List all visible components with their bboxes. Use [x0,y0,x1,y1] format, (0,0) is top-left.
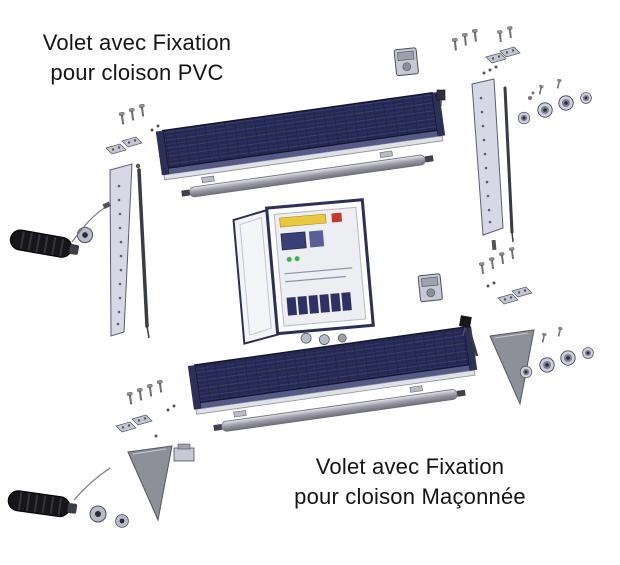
terminal-blocks [286,292,352,316]
pvc-roller-tube [181,154,434,198]
caption-pvc-line2: pour cloison PVC [50,60,224,85]
pvc-right-mount-blade [471,78,514,251]
masonry-right-hardware-cluster [417,247,535,405]
caption-masonry-line2: pour cloison Maçonnée [294,484,526,509]
pvc-left-mount-blade [109,163,150,339]
pvc-volet-panel [155,91,446,198]
caption-masonry: Volet avec Fixation pour cloison Maçonné… [258,452,562,512]
masonry-assembly [5,247,594,528]
pvc-left-hardware-cluster [105,103,160,155]
pvc-crank-handle [7,201,111,262]
caption-pvc-line1: Volet avec Fixation [42,30,232,55]
masonry-left-hardware-cluster [115,379,195,521]
masonry-volet-panel [187,326,478,432]
pvc-right-hardware-cluster [393,26,521,106]
pvc-assembly [7,26,592,339]
pvc-pulley-set [517,78,592,125]
masonry-crank-handle [5,467,129,528]
caption-masonry-line1: Volet avec Fixation [315,454,505,479]
control-box [232,198,375,345]
masonry-roller-tube [213,389,466,432]
caption-pvc: Volet avec Fixation pour cloison PVC [12,28,262,88]
